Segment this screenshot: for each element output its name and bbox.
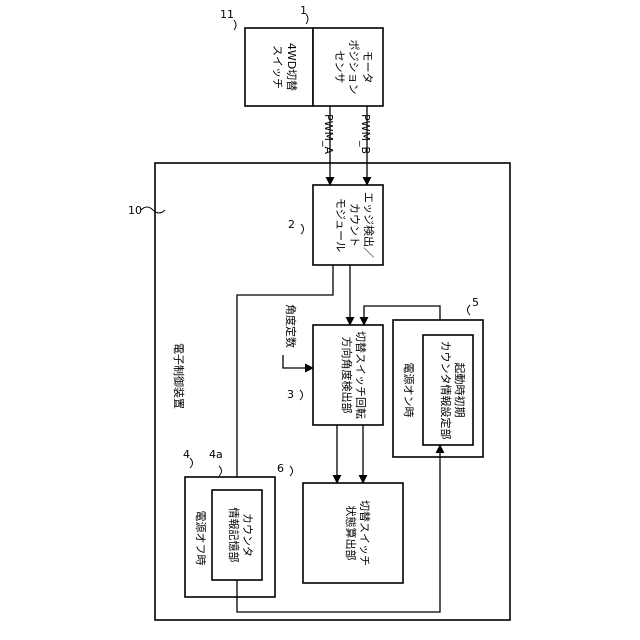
counter-storage-line-1: カウンタ (241, 513, 254, 557)
switch-4wd-line-2: スイッチ (271, 45, 284, 89)
motor-sensor-line-1: モータ (361, 51, 374, 84)
switch-4wd-line-1: 4WD切替 (285, 43, 299, 91)
ref-5: 5 (472, 296, 479, 309)
startup-inner-line-1: 起動時初期 (453, 363, 467, 418)
counter-storage-line-2: 情報記憶部 (227, 508, 241, 563)
ref-1: 1 (300, 4, 307, 17)
ref-3: 3 (287, 388, 294, 401)
edge-module-line-3: モジュール (334, 198, 347, 252)
ref-10: 10 (128, 204, 142, 217)
motor-sensor-line-3: センサ (333, 51, 346, 84)
ref-4a: 4a (209, 448, 223, 461)
leader-11 (234, 20, 236, 30)
state-calculator-line-2: 状態算出部 (344, 506, 358, 561)
motor-sensor-line-2: ポジション (347, 40, 360, 95)
angle-constant-label: 角度定数 (284, 304, 298, 348)
startup-inner-line-2: カウンタ情報設定部 (439, 341, 453, 440)
direction-detector-line-1: 切替スイッチ回転 (354, 331, 368, 419)
power-off-label: 電源オフ時 (194, 511, 208, 566)
direction-detector-line-2: 方向角度検出部 (340, 337, 354, 414)
ref-6: 6 (277, 462, 284, 475)
ref-4: 4 (183, 448, 190, 461)
edge-module-line-2: カウント (348, 203, 361, 247)
ref-11: 11 (220, 8, 234, 21)
pwm-a-label: PWM_A (322, 114, 335, 155)
power-on-label: 電源オン時 (402, 363, 416, 418)
pwm-b-label: PWM_B (359, 114, 372, 154)
controller-label: 電子制御装置 (172, 343, 186, 409)
ref-2: 2 (288, 218, 295, 231)
state-calculator-line-1: 切替スイッチ (358, 500, 372, 566)
edge-module-line-1: エッジ検出／ (362, 192, 376, 258)
